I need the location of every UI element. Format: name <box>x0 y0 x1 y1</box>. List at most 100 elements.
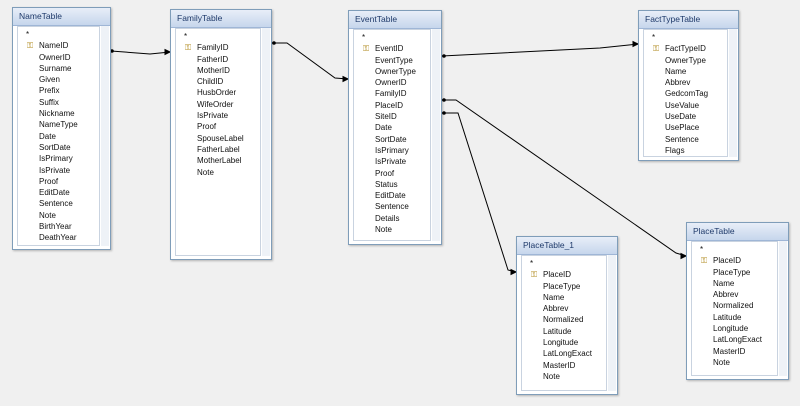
field-row[interactable]: FamilyID <box>354 88 430 99</box>
field-row[interactable]: Name <box>644 66 727 77</box>
field-row[interactable]: IsPrimary <box>18 153 99 164</box>
field-row[interactable]: OwnerID <box>354 77 430 88</box>
field-row-primary-key[interactable]: ⚿PlaceID <box>692 255 777 266</box>
field-row[interactable]: LatLongExact <box>522 348 606 359</box>
field-row[interactable]: Name <box>522 292 606 303</box>
field-row[interactable]: OwnerType <box>354 66 430 77</box>
field-row[interactable]: SortDate <box>18 142 99 153</box>
table-title[interactable]: NameTable <box>13 8 110 26</box>
relationship-line-name-family[interactable] <box>110 50 171 55</box>
table-title[interactable]: PlaceTable_1 <box>517 237 617 255</box>
field-all-columns[interactable]: * <box>692 244 777 255</box>
field-row[interactable]: Status <box>354 179 430 190</box>
field-row[interactable]: Note <box>176 167 260 178</box>
field-row[interactable]: Nickname <box>18 108 99 119</box>
table-title[interactable]: PlaceTable <box>687 223 788 241</box>
field-row-primary-key[interactable]: ⚿EventID <box>354 43 430 54</box>
field-row[interactable]: Latitude <box>522 326 606 337</box>
field-row[interactable]: LatLongExact <box>692 334 777 345</box>
field-row[interactable]: Note <box>354 224 430 235</box>
field-row[interactable]: EventType <box>354 55 430 66</box>
field-all-columns[interactable]: * <box>522 258 606 269</box>
table-title[interactable]: FamilyTable <box>171 10 271 28</box>
field-row[interactable]: PlaceType <box>522 281 606 292</box>
field-row[interactable]: IsPrivate <box>354 156 430 167</box>
field-row-primary-key[interactable]: ⚿FamilyID <box>176 42 260 53</box>
field-row[interactable]: NameType <box>18 119 99 130</box>
scrollbar[interactable] <box>779 241 787 376</box>
field-row[interactable]: SiteID <box>354 111 430 122</box>
field-row[interactable]: Abbrev <box>522 303 606 314</box>
field-row[interactable]: ChildID <box>176 76 260 87</box>
field-row[interactable]: SpouseLabel <box>176 133 260 144</box>
field-row[interactable]: Date <box>18 131 99 142</box>
field-row[interactable]: BirthYear <box>18 221 99 232</box>
field-row[interactable]: Note <box>18 210 99 221</box>
field-row[interactable]: UseDate <box>644 111 727 122</box>
field-row[interactable]: MotherLabel <box>176 155 260 166</box>
field-row[interactable]: IsPrivate <box>18 165 99 176</box>
field-row[interactable]: Proof <box>354 168 430 179</box>
field-row[interactable]: IsPrimary <box>354 145 430 156</box>
relationship-line-family-event[interactable] <box>272 42 349 80</box>
field-row[interactable]: Abbrev <box>692 289 777 300</box>
field-all-columns[interactable]: * <box>18 29 99 40</box>
field-row[interactable]: PlaceType <box>692 267 777 278</box>
relationship-line-event-placetable-1[interactable] <box>442 112 517 273</box>
field-row[interactable]: IsPrivate <box>176 110 260 121</box>
field-row[interactable]: EditDate <box>354 190 430 201</box>
field-row[interactable]: Sentence <box>354 201 430 212</box>
field-row[interactable]: Date <box>354 122 430 133</box>
field-row[interactable]: WifeOrder <box>176 99 260 110</box>
field-row[interactable]: Surname <box>18 63 99 74</box>
field-row[interactable]: Latitude <box>692 312 777 323</box>
field-row[interactable]: MasterID <box>522 360 606 371</box>
field-row[interactable]: Longitude <box>692 323 777 334</box>
field-row[interactable]: Proof <box>18 176 99 187</box>
field-row[interactable]: UsePlace <box>644 122 727 133</box>
field-row[interactable]: FatherLabel <box>176 144 260 155</box>
field-row[interactable]: Sentence <box>644 134 727 145</box>
field-row[interactable]: Given <box>18 74 99 85</box>
field-row[interactable]: SortDate <box>354 134 430 145</box>
field-row-primary-key[interactable]: ⚿NameID <box>18 40 99 51</box>
field-row[interactable]: Abbrev <box>644 77 727 88</box>
field-row[interactable]: Normalized <box>522 314 606 325</box>
scrollbar[interactable] <box>101 26 109 246</box>
field-row[interactable]: Suffix <box>18 97 99 108</box>
field-row[interactable]: Details <box>354 213 430 224</box>
field-row-primary-key[interactable]: ⚿FactTypeID <box>644 43 727 54</box>
field-all-columns[interactable]: * <box>644 32 727 43</box>
field-all-columns[interactable]: * <box>176 31 260 42</box>
field-row[interactable]: UseValue <box>644 100 727 111</box>
field-row[interactable]: Prefix <box>18 85 99 96</box>
field-row[interactable]: OwnerID <box>18 52 99 63</box>
field-row[interactable]: EditDate <box>18 187 99 198</box>
field-row[interactable]: OwnerType <box>644 55 727 66</box>
field-row[interactable]: Normalized <box>692 300 777 311</box>
field-row[interactable]: Sentence <box>18 198 99 209</box>
relationship-line-event-facttype[interactable] <box>441 43 639 57</box>
scrollbar[interactable] <box>729 29 737 157</box>
field-row[interactable]: Name <box>692 278 777 289</box>
field-row[interactable]: FatherID <box>176 54 260 65</box>
field-all-columns[interactable]: * <box>354 32 430 43</box>
field-row[interactable]: Longitude <box>522 337 606 348</box>
field-row-primary-key[interactable]: ⚿PlaceID <box>522 269 606 280</box>
scrollbar[interactable] <box>432 29 440 241</box>
field-row[interactable]: DeathYear <box>18 232 99 243</box>
field-row[interactable]: Flags <box>644 145 727 156</box>
field-row[interactable]: PlaceID <box>354 100 430 111</box>
field-row[interactable]: Note <box>522 371 606 382</box>
